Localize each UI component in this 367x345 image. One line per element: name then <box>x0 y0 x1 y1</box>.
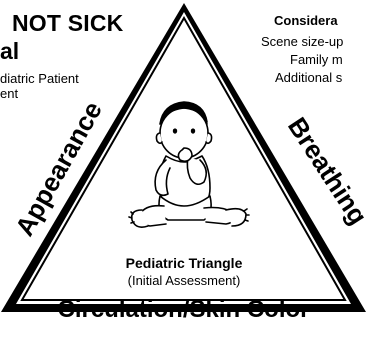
center-subtitle: (Initial Assessment) <box>128 273 241 288</box>
center-title: Pediatric Triangle <box>126 255 243 271</box>
circulation-skin-color-label: Circulation/Skin Color <box>0 296 367 324</box>
